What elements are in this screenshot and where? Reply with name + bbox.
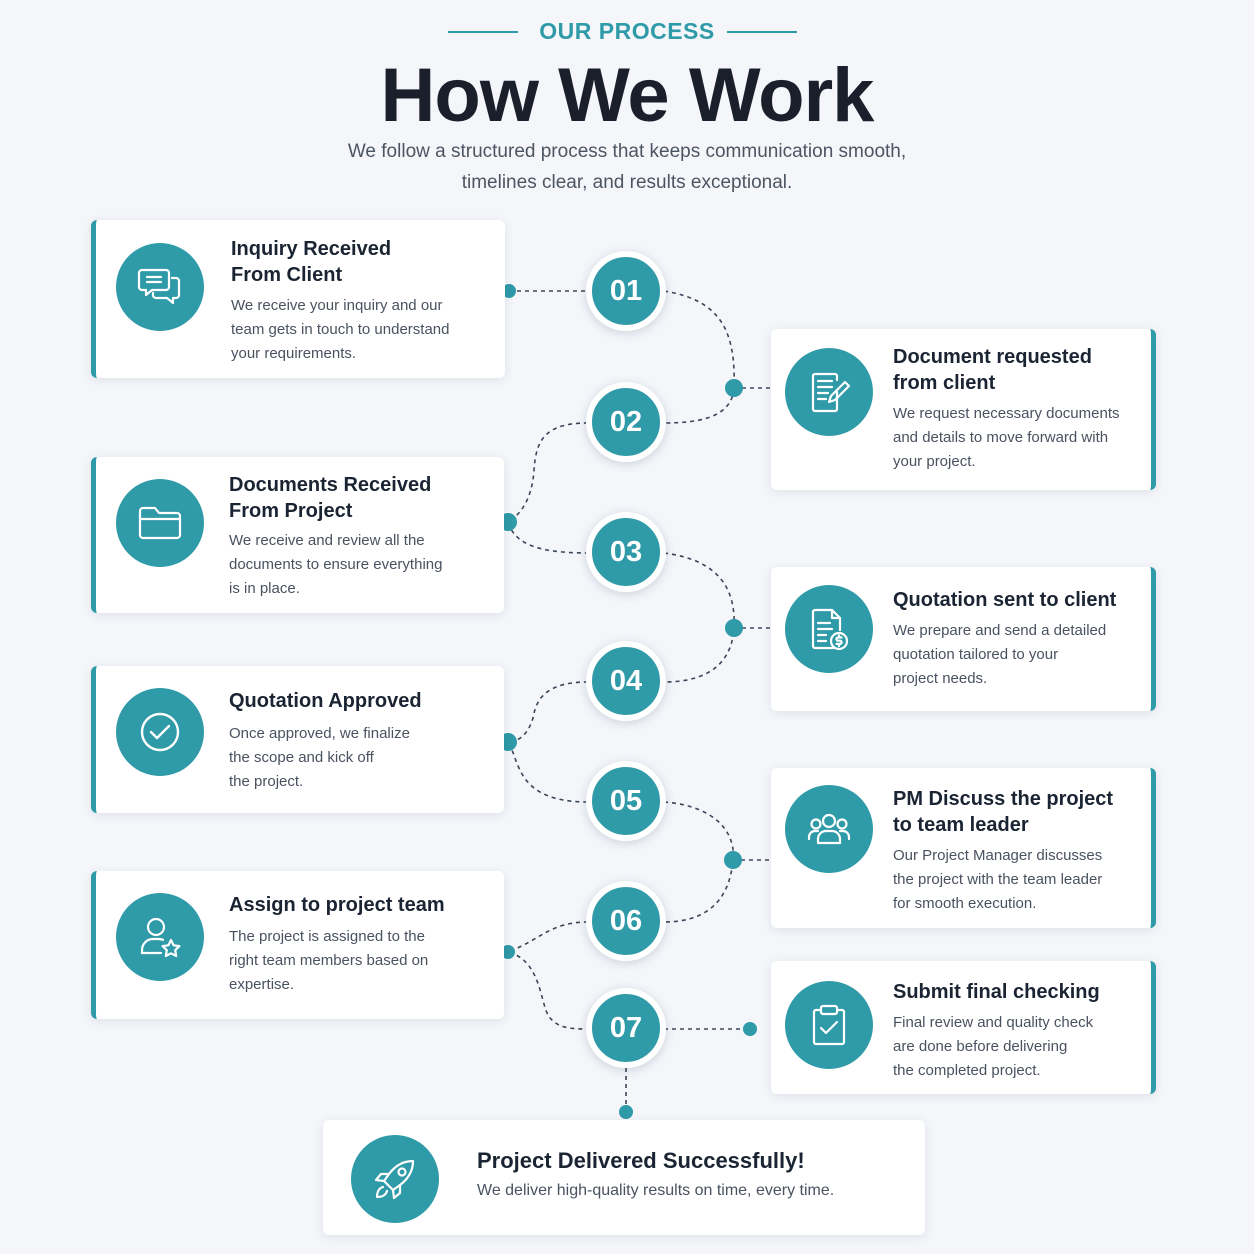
- invoice-dollar-icon: [785, 585, 873, 673]
- step-card-pm-discuss: PM Discuss the project to team leader Ou…: [771, 768, 1156, 928]
- check-circle-icon: [116, 688, 204, 776]
- connector-dot: [725, 619, 743, 637]
- final-card-project-delivered: Project Delivered Successfully! We deliv…: [323, 1120, 925, 1235]
- clipboard-check-icon: [785, 981, 873, 1069]
- step-desc-line: expertise.: [229, 976, 295, 993]
- step-desc-line: quotation tailored to your: [893, 646, 1059, 663]
- step-title-line2: from client: [893, 372, 996, 394]
- connector-03-to-04: [663, 552, 735, 683]
- rocket-icon: [351, 1135, 439, 1223]
- step-title-line1: PM Discuss the project: [893, 788, 1114, 810]
- page-subtitle: We follow a structured process that keep…: [347, 141, 907, 193]
- step-badge-04: 04: [586, 641, 666, 721]
- chat-bubbles-icon: [116, 243, 204, 331]
- step-badge-06: 06: [586, 881, 666, 961]
- step-title-line1: Submit final checking: [893, 981, 1100, 1003]
- step-card-quotation-approved: Quotation Approved Once approved, we fin…: [91, 666, 504, 813]
- step-desc-line: We request necessary documents: [893, 405, 1120, 422]
- step-title-line1: Inquiry Received: [231, 238, 392, 260]
- step-title-line1: Quotation Approved: [229, 690, 422, 712]
- document-edit-icon: [785, 348, 873, 436]
- step-desc-line: the project with the team leader: [893, 871, 1103, 888]
- final-title: Project Delivered Successfully!: [477, 1148, 805, 1173]
- step-desc-line: Final review and quality check: [893, 1014, 1094, 1031]
- connector-dot: [743, 1022, 757, 1036]
- connector-02-to-03: [507, 422, 589, 554]
- step-desc-line: the project.: [229, 773, 304, 790]
- step-desc-line: is in place.: [229, 580, 300, 597]
- step-desc-line: We receive your inquiry and our: [231, 297, 443, 314]
- connector-dot: [725, 379, 743, 397]
- step-badge-01: 01: [586, 251, 666, 331]
- step-badge-07: 07: [586, 988, 666, 1068]
- step-card-inquiry-received: Inquiry Received From Client We receive …: [91, 220, 505, 378]
- step-title-line2: From Project: [229, 500, 353, 522]
- step-card-quotation-sent: Quotation sent to client We prepare and …: [771, 567, 1156, 711]
- final-desc: We deliver high-quality results on time,…: [477, 1182, 835, 1199]
- step-desc-line: right team members based on: [229, 952, 429, 969]
- step-badge-05: 05: [586, 761, 666, 841]
- user-star-icon: [116, 893, 204, 981]
- step-desc-line: The project is assigned to the: [229, 928, 425, 945]
- folder-icon: [116, 479, 204, 567]
- step-title-line1: Documents Received: [229, 474, 432, 496]
- step-title-line2: From Client: [231, 264, 343, 286]
- connector-dot: [501, 945, 515, 959]
- connector-05-to-06: [663, 801, 735, 923]
- team-icon: [785, 785, 873, 873]
- connector-06-to-07: [505, 921, 589, 1030]
- step-badge-03: 03: [586, 512, 666, 592]
- step-card-final-checking: Submit final checking Final review and q…: [771, 961, 1156, 1094]
- step-desc-line: We prepare and send a detailed: [893, 622, 1107, 639]
- step-card-documents-received: Documents Received From Project We recei…: [91, 457, 504, 613]
- connector-dot: [502, 284, 516, 298]
- step-desc-line: We receive and review all the: [229, 532, 425, 549]
- connector-dot: [724, 851, 742, 869]
- connector-01-to-02: [663, 290, 735, 424]
- step-desc-line: project needs.: [893, 670, 988, 687]
- step-card-assign-team: Assign to project team The project is as…: [91, 871, 504, 1019]
- step-desc-line: Our Project Manager discusses: [893, 847, 1103, 864]
- step-title-line1: Document requested: [893, 346, 1092, 368]
- step-desc-line: team gets in touch to understand: [231, 321, 450, 338]
- step-title-line1: Assign to project team: [229, 894, 445, 916]
- eyebrow-line-right: [727, 31, 797, 33]
- eyebrow-label: OUR PROCESS: [539, 18, 715, 44]
- step-desc-line: the completed project.: [893, 1062, 1041, 1079]
- step-card-document-requested: Document requested from client We reques…: [771, 329, 1156, 490]
- step-desc-line: documents to ensure everything: [229, 556, 443, 573]
- eyebrow-line-left: [448, 31, 518, 33]
- step-desc-line: are done before delivering: [893, 1038, 1068, 1055]
- step-title-line1: Quotation sent to client: [893, 589, 1117, 611]
- step-desc-line: and details to move forward with: [893, 429, 1109, 446]
- step-title-line2: to team leader: [893, 814, 1029, 836]
- step-desc-line: Once approved, we finalize: [229, 725, 410, 742]
- connector-04-to-05: [506, 681, 589, 803]
- step-desc-line: your requirements.: [231, 345, 357, 362]
- step-desc-line: the scope and kick off: [229, 749, 374, 766]
- step-desc-line: for smooth execution.: [893, 895, 1037, 912]
- page-title: How We Work: [380, 53, 875, 138]
- step-desc-line: your project.: [893, 453, 976, 470]
- step-badge-02: 02: [586, 382, 666, 462]
- connector-dot: [619, 1105, 633, 1119]
